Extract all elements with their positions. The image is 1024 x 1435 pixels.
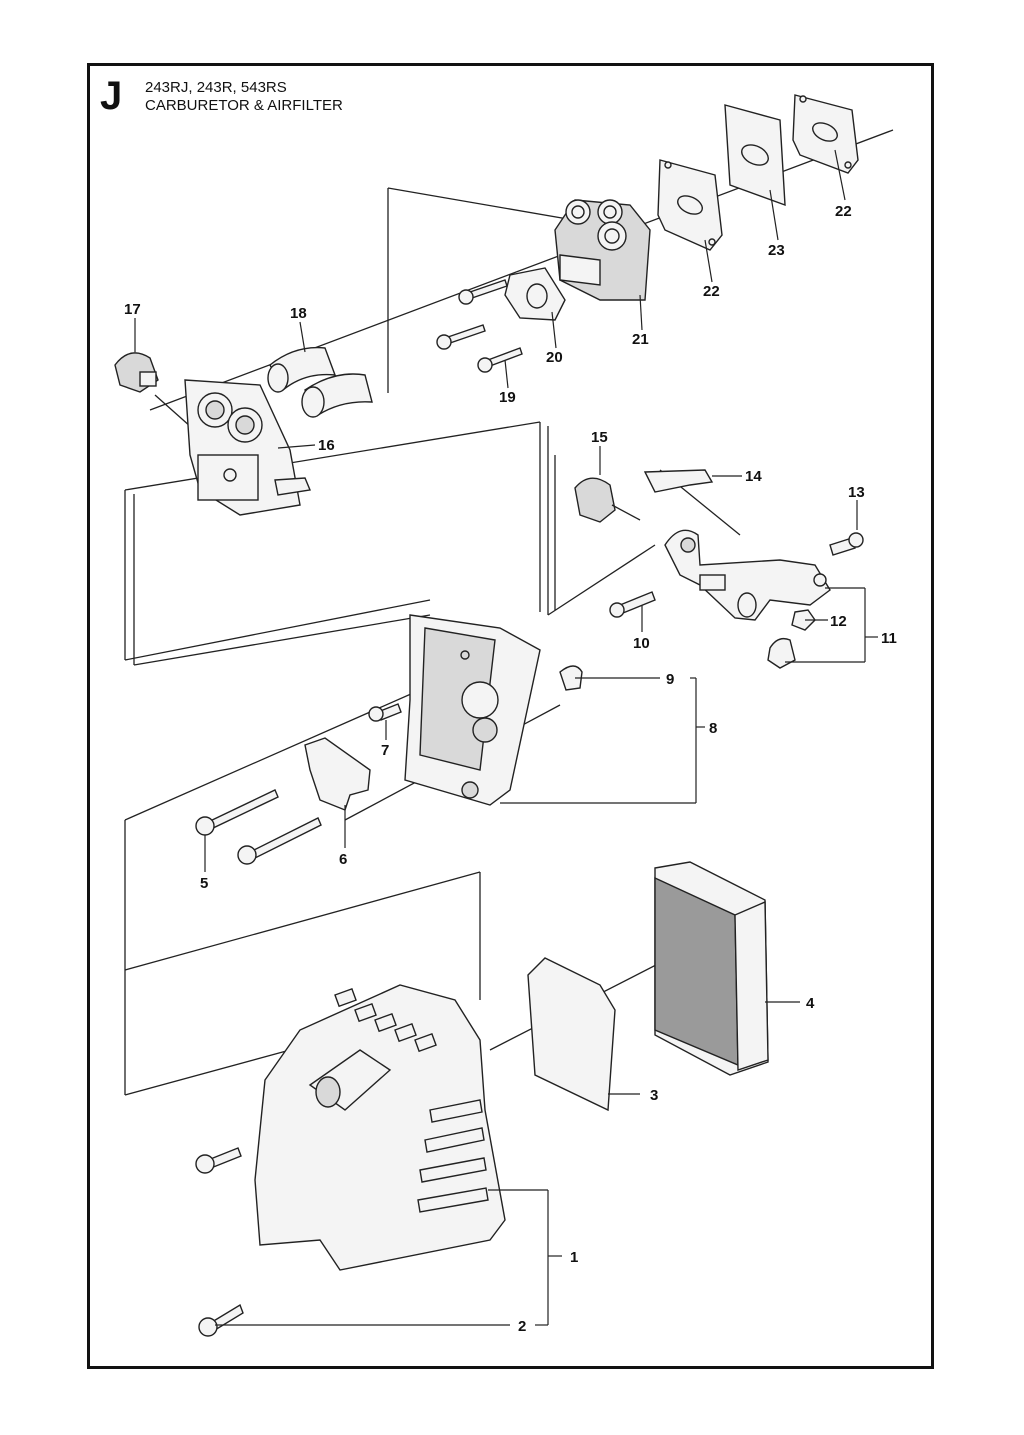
screws-19 xyxy=(436,279,523,373)
screw-10 xyxy=(609,591,656,618)
callout-1: 1 xyxy=(570,1249,578,1266)
nut-12 xyxy=(791,609,816,631)
model-list: 243RJ, 243R, 543RS xyxy=(145,79,287,96)
page-title: CARBURETOR & AIRFILTER xyxy=(145,97,343,114)
callout-6: 6 xyxy=(339,851,347,868)
callout-12: 12 xyxy=(830,613,847,630)
bracket xyxy=(664,529,831,621)
callout-22b: 22 xyxy=(703,283,720,300)
callout-9: 9 xyxy=(666,671,674,688)
callout-18: 18 xyxy=(290,305,307,322)
callout-19: 19 xyxy=(499,389,516,406)
callout-2: 2 xyxy=(518,1318,526,1335)
callout-16: 16 xyxy=(318,437,335,454)
screws-5 xyxy=(195,789,322,865)
screw-7 xyxy=(368,703,402,722)
callout-17: 17 xyxy=(124,301,141,318)
cover-1 xyxy=(254,984,506,1271)
callout-23: 23 xyxy=(768,242,785,259)
hose-18 xyxy=(267,346,373,418)
callout-14: 14 xyxy=(745,468,762,485)
callout-21: 21 xyxy=(632,331,649,348)
screws-2 xyxy=(195,1147,244,1337)
callout-4: 4 xyxy=(806,995,815,1012)
grommet-9 xyxy=(559,665,583,691)
gasket-20 xyxy=(504,267,566,321)
callout-5: 5 xyxy=(200,875,208,892)
air-filter-4 xyxy=(654,861,769,1076)
callout-22a: 22 xyxy=(835,203,852,220)
primer-bulb-17 xyxy=(114,352,201,436)
filter-frame-3 xyxy=(527,957,616,1112)
diagram-frame xyxy=(87,63,934,1369)
callout-13: 13 xyxy=(848,484,865,501)
intake-manifold xyxy=(554,199,651,301)
callout-10: 10 xyxy=(633,635,650,652)
leader-lines xyxy=(134,149,878,1326)
clip-14 xyxy=(643,469,714,493)
callout-3: 3 xyxy=(650,1087,658,1104)
assembly-lines xyxy=(124,129,894,1096)
gasket-23 xyxy=(724,104,786,207)
gasket-22-inner xyxy=(657,159,723,251)
carburetor-16 xyxy=(184,379,311,516)
fitting-11 xyxy=(767,637,796,669)
primer-bulb-15 xyxy=(574,477,641,523)
callout-11: 11 xyxy=(881,630,897,647)
airfilter-housing-8 xyxy=(404,614,541,806)
callout-8: 8 xyxy=(709,720,717,737)
callout-7: 7 xyxy=(381,742,389,759)
gasket-22-outer xyxy=(792,94,859,174)
section-letter: J xyxy=(100,74,123,118)
callout-15: 15 xyxy=(591,429,608,446)
callout-labels: 22 23 22 21 20 19 18 17 16 15 14 13 12 1… xyxy=(124,203,897,1335)
callout-20: 20 xyxy=(546,349,563,366)
bracket-6 xyxy=(304,737,371,811)
screw-13 xyxy=(829,532,864,556)
